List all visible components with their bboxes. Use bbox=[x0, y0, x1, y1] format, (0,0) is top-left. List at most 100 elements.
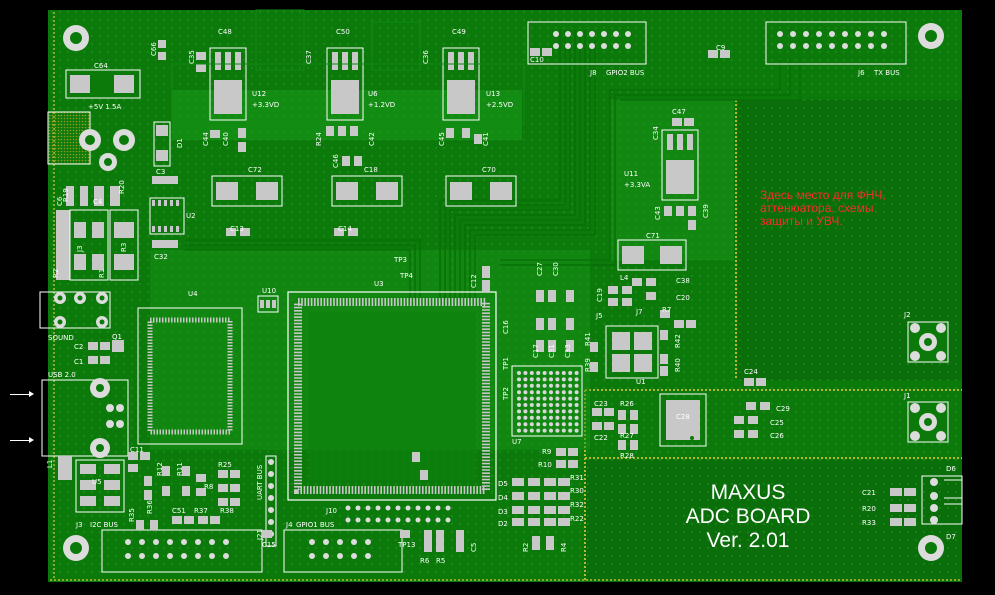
silk-label: SOUND bbox=[48, 334, 74, 342]
silk-label: J10 bbox=[326, 507, 337, 515]
silk-label: C37 bbox=[305, 50, 313, 64]
silk-label: U11 bbox=[624, 170, 639, 178]
silk-label: Q1 bbox=[112, 333, 122, 341]
silk-label: C23 bbox=[594, 400, 608, 408]
silk-label: C26 bbox=[770, 432, 784, 440]
silk-label: C3 bbox=[156, 168, 166, 176]
silk-label: USB 2.0 bbox=[48, 371, 76, 379]
silk-label: C71 bbox=[646, 232, 660, 240]
silk-label: +3.3VA bbox=[624, 181, 651, 189]
silk-label: U13 bbox=[486, 90, 501, 98]
silk-label: J5 bbox=[596, 312, 603, 320]
silk-label: C4 bbox=[93, 198, 103, 206]
silk-label: D4 bbox=[498, 494, 508, 502]
silk-label: TP2 bbox=[502, 387, 510, 400]
silk-label: GPIO1 BUS bbox=[296, 521, 335, 529]
silk-label: U10 bbox=[262, 287, 277, 295]
silk-label: C38 bbox=[676, 277, 690, 285]
silk-label: C64 bbox=[94, 62, 108, 70]
silk-label: J21 bbox=[256, 529, 264, 540]
board-title-line: Ver. 2.01 bbox=[706, 529, 790, 552]
silk-label: C14 bbox=[338, 225, 352, 233]
silk-label: +5V 1.5A bbox=[88, 103, 122, 111]
placeholder-note: Здесь место для ФНЧ, аттенюатора, схемы … bbox=[760, 189, 886, 228]
arrow-indicator bbox=[10, 437, 34, 443]
silk-label: C45 bbox=[438, 132, 446, 146]
silk-label: C66 bbox=[150, 42, 158, 56]
silk-label: R28 bbox=[620, 452, 634, 460]
silk-label: R2 bbox=[522, 542, 530, 552]
silk-label: J8 bbox=[590, 69, 597, 77]
silk-label: C6 bbox=[56, 196, 64, 206]
silk-label: J2 bbox=[904, 311, 911, 319]
silk-label: C35 bbox=[188, 50, 196, 64]
silk-label: C34 bbox=[652, 126, 660, 140]
silk-label: TP3 bbox=[394, 256, 407, 264]
silk-label: C18 bbox=[364, 166, 378, 174]
board-title-line: ADC BOARD bbox=[685, 505, 811, 528]
silk-label: R24 bbox=[315, 132, 323, 146]
silk-label: U1 bbox=[636, 378, 646, 386]
board-title-line: MAXUS bbox=[710, 481, 786, 504]
silk-label: C30 bbox=[552, 262, 560, 276]
silk-label: C15 bbox=[262, 541, 276, 549]
silk-label: C5 bbox=[470, 542, 478, 552]
silk-label: C42 bbox=[368, 132, 376, 146]
silk-label: C36 bbox=[422, 50, 430, 64]
silk-label: C28 bbox=[676, 413, 690, 421]
silk-label: R39 bbox=[584, 358, 592, 372]
silk-label: R41 bbox=[584, 332, 592, 346]
silk-label: R1 bbox=[98, 268, 106, 278]
silk-label: J3 bbox=[76, 245, 84, 252]
silk-label: C31 bbox=[548, 344, 556, 358]
silk-label: TP4 bbox=[400, 272, 413, 280]
silk-label: C16 bbox=[502, 320, 510, 334]
silk-label: R26 bbox=[620, 400, 634, 408]
silk-label: U7 bbox=[512, 438, 522, 446]
silk-label: TP13 bbox=[398, 541, 416, 549]
silk-label: J7 bbox=[636, 308, 643, 316]
note-line: защиты и УВЧ. bbox=[760, 214, 843, 228]
silk-label: C2 bbox=[74, 343, 84, 351]
arrow-indicator bbox=[10, 391, 34, 397]
silk-label: D1 bbox=[176, 138, 184, 148]
silk-label: GPIO2 BUS bbox=[606, 69, 645, 77]
silk-label: D2 bbox=[498, 520, 508, 528]
silk-label: C39 bbox=[702, 204, 710, 218]
silk-label: C33 bbox=[564, 344, 572, 358]
silk-label: TX BUS bbox=[874, 69, 900, 77]
silk-label: C49 bbox=[452, 28, 466, 36]
silk-label: C29 bbox=[776, 405, 790, 413]
mounting-hole bbox=[918, 23, 944, 49]
board-title: MAXUS ADC BOARD Ver. 2.01 bbox=[668, 481, 828, 553]
silk-label: R32 bbox=[570, 501, 584, 509]
silk-label: R6 bbox=[420, 557, 430, 565]
silk-label: C12 bbox=[470, 274, 478, 288]
silk-label: +2.5VD bbox=[486, 101, 514, 109]
mounting-hole bbox=[63, 25, 89, 51]
silk-label: R7 bbox=[662, 306, 672, 314]
mounting-hole bbox=[918, 535, 944, 561]
silk-label: R35 bbox=[128, 508, 136, 522]
silk-label: J1 bbox=[904, 392, 911, 400]
silk-label: UART BUS bbox=[256, 464, 264, 500]
silk-label: R25 bbox=[218, 461, 232, 469]
silk-label: R12 bbox=[156, 462, 164, 476]
silk-label: D5 bbox=[498, 480, 508, 488]
silk-label: C19 bbox=[596, 288, 604, 302]
silk-label: U3 bbox=[374, 280, 384, 288]
silk-label: D3 bbox=[498, 508, 508, 516]
silk-label: C27 bbox=[536, 262, 544, 276]
silk-label: I2C BUS bbox=[90, 521, 118, 529]
silk-label: C40 bbox=[222, 132, 230, 146]
silk-label: R38 bbox=[220, 507, 234, 515]
silk-label: R2 bbox=[52, 268, 60, 278]
silk-label: C1 bbox=[74, 358, 84, 366]
silk-label: R37 bbox=[194, 507, 208, 515]
silk-label: C20 bbox=[676, 294, 690, 302]
silk-label: R30 bbox=[570, 487, 584, 495]
silk-label: R3 bbox=[120, 242, 128, 252]
silk-label: J4 bbox=[286, 521, 293, 529]
silk-label: C17 bbox=[532, 344, 540, 358]
silk-label: C22 bbox=[594, 434, 608, 442]
